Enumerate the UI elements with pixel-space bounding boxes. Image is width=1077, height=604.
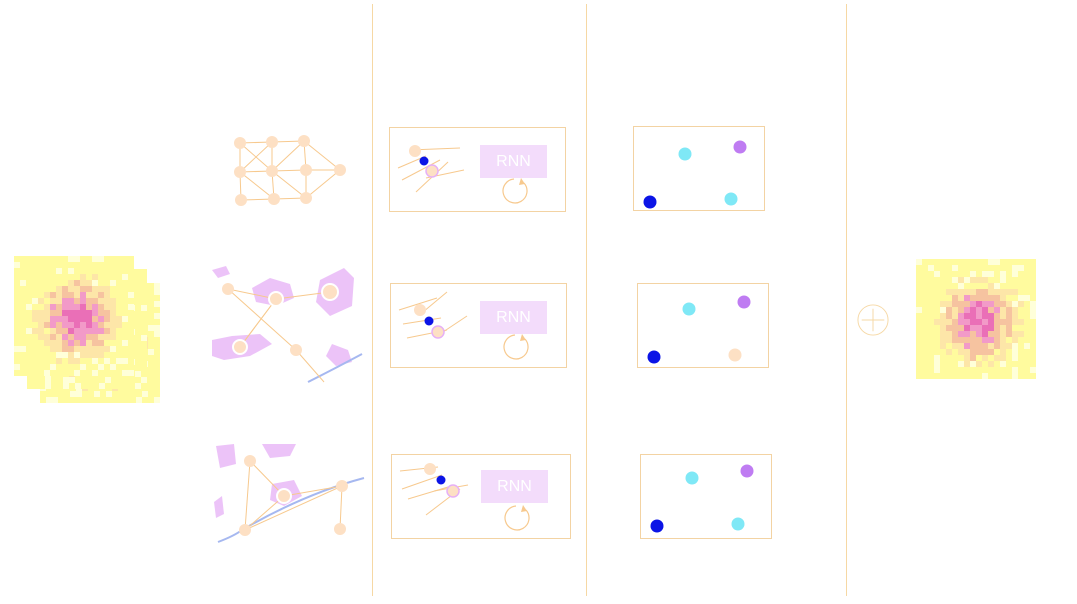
recurrence-arrow-icon (502, 178, 528, 204)
rnn-box-3: RNN (391, 454, 571, 539)
embedding-dots (647, 295, 751, 364)
divider-1 (372, 4, 373, 596)
embedding-box-1 (633, 126, 765, 211)
embedding-box-3 (640, 454, 772, 539)
recurrence-arrow-icon (504, 505, 530, 531)
region-graph (212, 266, 363, 383)
rnn-label: RNN (480, 301, 547, 334)
output-heatmap (916, 259, 1036, 379)
trajectory-icon (398, 291, 468, 339)
road-graph (214, 444, 365, 543)
rnn-label: RNN (480, 145, 547, 178)
divider-3 (846, 4, 847, 596)
trajectory-icon (397, 145, 465, 193)
recurrence-arrow-icon (503, 334, 529, 360)
divider-2 (586, 4, 587, 596)
plus-circle-icon (857, 304, 889, 336)
rnn-label: RNN (481, 470, 548, 503)
rnn-box-1: RNN (389, 127, 566, 212)
input-heatmap-1 (14, 256, 134, 376)
embedding-dots (650, 464, 754, 533)
embedding-box-2 (637, 283, 769, 368)
trajectory-icon (399, 463, 469, 516)
embedding-dots (643, 140, 747, 209)
grid-graph (234, 135, 346, 206)
rnn-box-2: RNN (390, 283, 567, 368)
